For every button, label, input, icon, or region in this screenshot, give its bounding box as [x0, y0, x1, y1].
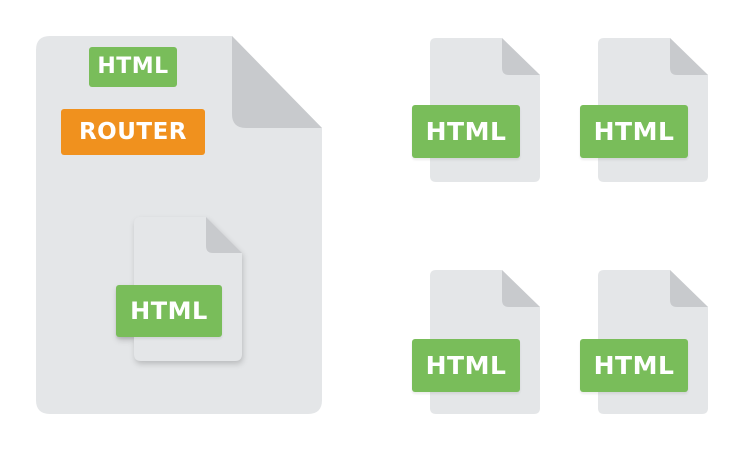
html-badge: HTML	[412, 339, 520, 392]
nested-file-icon: HTML	[116, 217, 242, 361]
html-badge: HTML	[580, 105, 688, 158]
html-badge: HTML	[412, 105, 520, 158]
small-file-icon: HTML	[580, 270, 708, 414]
small-file-icon: HTML	[412, 38, 540, 182]
html-badge: HTML	[89, 47, 177, 87]
small-file-icon: HTML	[580, 38, 708, 182]
html-badge: HTML	[116, 285, 222, 337]
router-badge: ROUTER	[61, 109, 205, 155]
html-badge: HTML	[580, 339, 688, 392]
main-file-icon: HTML ROUTER HTML	[36, 36, 322, 414]
small-file-icon: HTML	[412, 270, 540, 414]
